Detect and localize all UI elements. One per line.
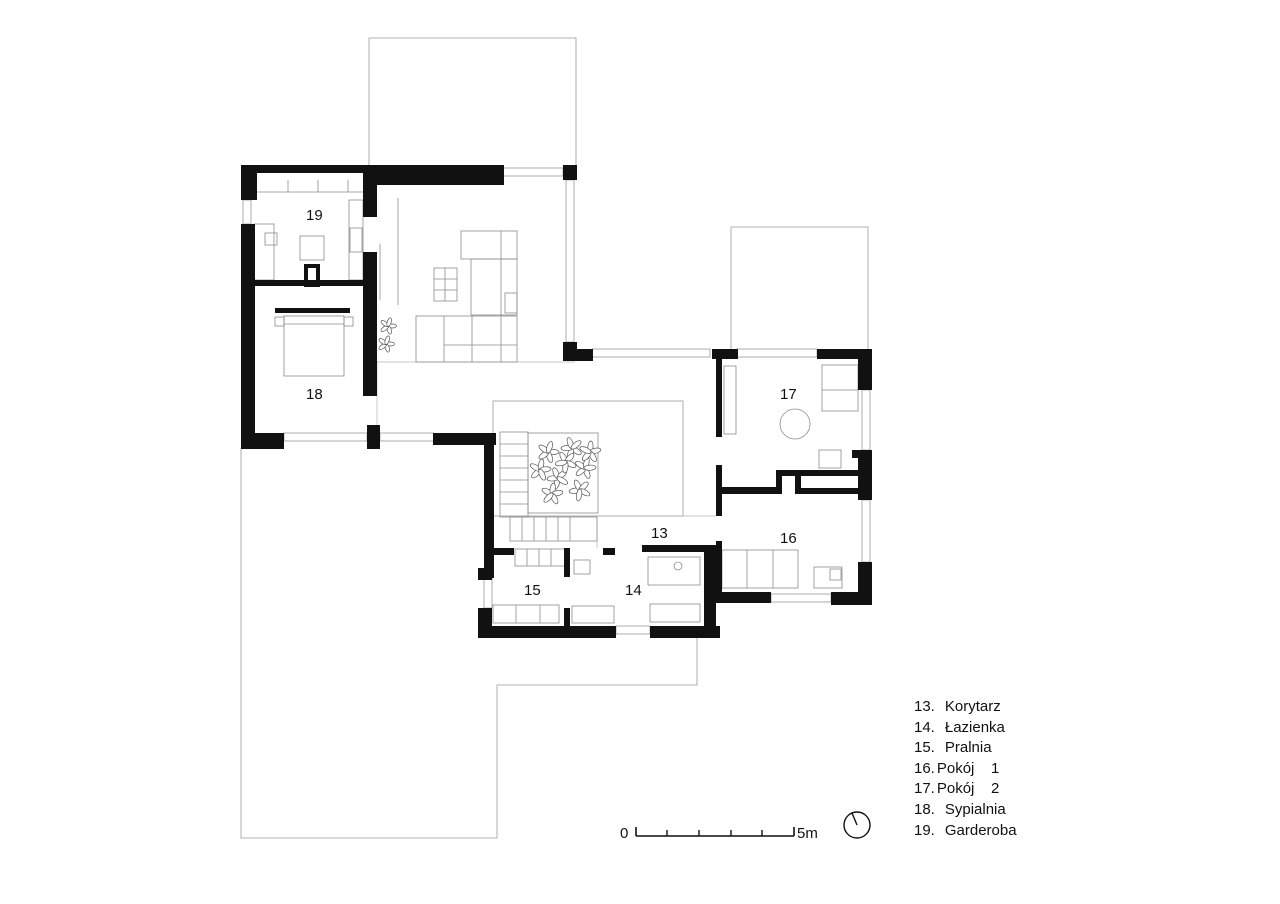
- legend-name: Pokój 1: [936, 759, 1000, 777]
- legend-num: 18.: [914, 800, 935, 818]
- plant-leaf: [579, 446, 592, 454]
- walls: [241, 165, 872, 638]
- room-label-19: 19: [306, 207, 323, 224]
- north-arrow-icon: [843, 811, 871, 839]
- plant-leaf: [543, 492, 554, 503]
- furniture: [253, 180, 859, 624]
- plant-leaf: [386, 317, 392, 327]
- legend-num: 17.: [914, 780, 935, 798]
- legend-name: Pralnia: [944, 739, 992, 757]
- room-label-16: 16: [780, 530, 797, 547]
- room-label-13: 13: [651, 525, 668, 542]
- plant-leaf: [583, 464, 597, 471]
- legend-num: 14.: [914, 718, 935, 736]
- legend-item: 19. Garderoba: [914, 821, 1017, 842]
- room-label-17: 17: [780, 386, 797, 403]
- legend-name: Pokój 2: [936, 780, 1000, 798]
- legend-item: 14. Łazienka: [914, 718, 1017, 739]
- legend: 13. Korytarz 14. Łazienka 15. Pralnia 16.Po…: [914, 697, 1017, 841]
- plant-leaf: [575, 488, 583, 502]
- legend-num: 15.: [914, 739, 935, 757]
- legend-name: Korytarz: [944, 698, 1001, 715]
- scale-start-label: 0: [620, 825, 628, 842]
- legend-item: 17.Pokój 2: [914, 779, 1017, 800]
- legend-item: 18. Sypialnia: [914, 800, 1017, 821]
- room-label-18: 18: [306, 386, 323, 403]
- legend-name: Łazienka: [944, 718, 1005, 736]
- legend-name: Garderoba: [944, 821, 1017, 839]
- plant-leaf: [556, 476, 568, 485]
- legend-item: 13. Korytarz: [914, 697, 1017, 718]
- room-label-14: 14: [625, 582, 642, 599]
- plant-leaf: [384, 335, 390, 345]
- site-outline: [240, 37, 869, 839]
- legend-item: 15. Pralnia: [914, 738, 1017, 759]
- plant-leaf: [546, 441, 553, 454]
- legend-num: 16.: [914, 759, 935, 777]
- scale-end-label: 5m: [797, 825, 818, 842]
- planter: [378, 317, 602, 514]
- legend-item: 16.Pokój 1: [914, 759, 1017, 780]
- plant-leaf: [538, 468, 546, 481]
- plant-leaf: [570, 440, 582, 450]
- plant-leaf: [554, 459, 568, 467]
- legend-num: 13.: [914, 698, 935, 715]
- legend-name: Sypialnia: [944, 800, 1006, 818]
- scale-bar: 0 5m: [620, 825, 818, 842]
- legend-num: 19.: [914, 821, 935, 839]
- staircase: [499, 431, 598, 567]
- room-label-15: 15: [524, 582, 541, 599]
